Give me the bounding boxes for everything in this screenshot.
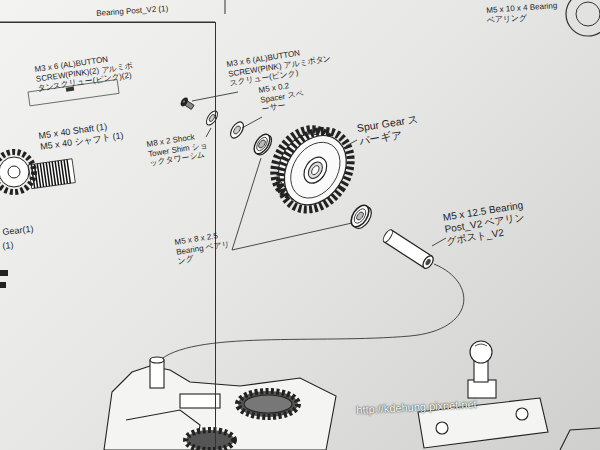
watermark: http://kdehung.pixnet.net (356, 395, 536, 418)
part-name: Bearing Post_V2 (1) (96, 1, 206, 18)
part-name: M8 x 2 Shock Tower Shim ショックタワーシム (146, 130, 214, 168)
gear-icon (0, 152, 34, 192)
part-name: Spur Gear スパーギア (356, 112, 423, 147)
leader-lines (158, 92, 464, 362)
bearing-drawing (566, 0, 600, 36)
spur-gear (259, 113, 365, 223)
part-name: M3 x 6 (AL)BUTTON SCREW(PINK)(2) アルミボタンス… (34, 51, 137, 93)
part-name: M5 x 0.2 Spacer スペーサー (258, 79, 308, 115)
part-count: (1) (2, 238, 33, 252)
part-name: M5 x 8 x 2.5 Bearing ベアリング (174, 230, 232, 267)
part-name: Gear(1) (2, 221, 63, 238)
chassis (104, 357, 336, 450)
bearing (348, 202, 375, 231)
part-name: M5 x 12.5 Bearing Post_V2 ベアリングポスト_V2 (442, 198, 537, 248)
bearing-post (382, 228, 436, 270)
part-name: M5 x 40 Shaft (1) M5 x 40 シャフト (1) (38, 119, 124, 152)
small-part (0, 270, 8, 288)
panel-edge (225, 0, 226, 14)
bearing-drawing (576, 2, 600, 26)
spacer (228, 120, 246, 141)
part-name: M5 x 10 x 4 Bearing ベアリング (486, 1, 559, 25)
bearing (251, 132, 275, 158)
button-screw (179, 96, 195, 111)
ball-stud-mount (418, 341, 600, 450)
shock-tower-shim (204, 109, 219, 127)
